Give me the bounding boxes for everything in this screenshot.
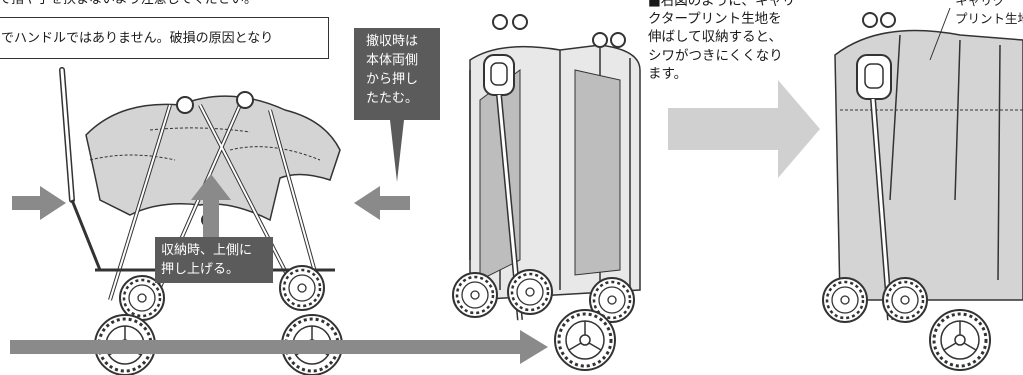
- callout-line: プリント生地: [955, 10, 1023, 26]
- notice-box: でハンドルではありません。破損の原因となり: [0, 17, 329, 59]
- wagon-folded-illustration: [451, 14, 641, 372]
- storage-tip-line: ■右図のように、キャリ: [648, 0, 796, 9]
- lift-instruction-box: 収納時、上側に 押し上げる。: [155, 237, 273, 283]
- notice-text: でハンドルではありません。破損の原因となり: [1, 31, 274, 46]
- collapse-instruction-box: 撤収時は 本体両側 から押し たたむ。: [354, 28, 440, 120]
- callout-pointer: [390, 120, 404, 182]
- storage-tip-text: ■右図のように、キャリ クタープリント生地を 伸ばして収納すると、 シワがつきに…: [648, 0, 795, 83]
- collapse-instruction-line: 本体両側: [366, 53, 419, 68]
- big-arrow-right-icon: [668, 80, 820, 178]
- arrow-up-icon: [191, 174, 231, 240]
- long-arrow-right-icon: [10, 330, 548, 364]
- collapse-instruction-line: から押し: [366, 72, 419, 87]
- storage-tip-line: シワがつきにくくなり: [648, 47, 783, 64]
- lift-instruction-line: 収納時、上側に: [161, 243, 253, 258]
- lift-instruction-line: 押し上げる。: [161, 262, 240, 277]
- arrow-right-icon: [12, 186, 66, 220]
- arrow-left-icon: [354, 186, 410, 220]
- callout-line: キャリク: [955, 0, 1006, 8]
- storage-tip-line: クタープリント生地を: [648, 11, 782, 28]
- wagon-folding-illustration: [59, 67, 344, 375]
- fabric-callout-label: キャリク プリント生地: [955, 0, 1023, 27]
- wagon-folded-stretched-illustration: [821, 7, 1023, 372]
- storage-tip-line: 伸ばして収納すると、: [648, 29, 783, 46]
- collapse-instruction-line: 撤収時は: [366, 34, 419, 49]
- storage-tip-line: ます。: [648, 65, 688, 82]
- top-caption: て指や手を挟まないよう注意してください。: [0, 0, 257, 8]
- collapse-instruction-line: たたむ。: [366, 91, 419, 106]
